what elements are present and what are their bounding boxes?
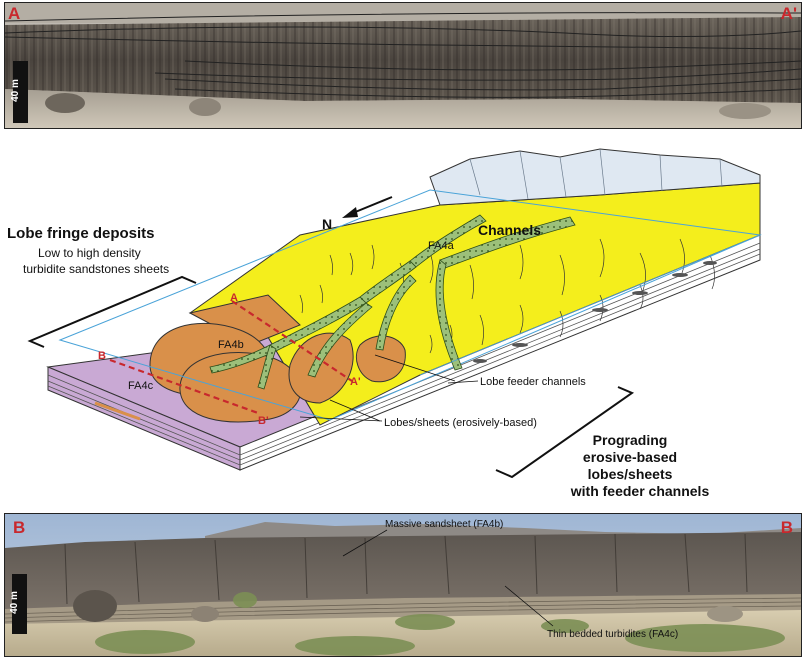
north-arrow bbox=[342, 196, 393, 218]
section-a-label: A bbox=[230, 292, 238, 304]
prograding-line-2: erosive-based bbox=[582, 449, 678, 465]
section-b-label: B bbox=[98, 350, 106, 362]
block-diagram: N Channels FA4a FA4b FA4c A A' B B' Lobe… bbox=[27, 148, 762, 479]
channel-network bbox=[209, 214, 576, 390]
section-a-prime-label: A' bbox=[350, 376, 361, 388]
lobe-fringe-bracket bbox=[27, 275, 197, 348]
section-label-b-left: B bbox=[13, 518, 26, 537]
lobe-fringe-title: Lobe fringe deposits bbox=[7, 225, 155, 242]
scale-bar: 40 m bbox=[9, 61, 28, 123]
outcrop-photo-a: A A' 40 m bbox=[4, 2, 802, 129]
fa4b-label: FA4b bbox=[218, 339, 244, 351]
annotation-thin-bedded: Thin bedded turbidites (FA4c) bbox=[547, 629, 679, 640]
lobe-middle bbox=[288, 332, 354, 404]
north-label: N bbox=[322, 216, 332, 232]
section-label-a-left: A bbox=[8, 4, 21, 23]
prograding-line-4: with feeder channels bbox=[570, 483, 710, 499]
lobe-fringe-subtitle-1: Low to high density bbox=[38, 246, 141, 260]
prograding-bracket bbox=[495, 386, 635, 479]
outcrop-photo-b-drawing bbox=[5, 514, 801, 656]
lobe-right bbox=[356, 335, 406, 383]
scale-bar-label: 40 m bbox=[8, 591, 20, 614]
lobes-sheets-label: Lobes/sheets (erosively-based) bbox=[384, 417, 537, 429]
scale-bar: 40 m bbox=[8, 574, 27, 634]
side-face-lenses bbox=[473, 261, 717, 363]
annotation-massive-sandsheet: Massive sandsheet (FA4b) bbox=[385, 519, 504, 530]
section-label-a-right: A' bbox=[780, 4, 797, 23]
section-line-a bbox=[231, 300, 353, 382]
channels-label: Channels bbox=[478, 222, 541, 238]
section-label-b-right: B bbox=[780, 518, 793, 537]
scale-bar-label: 40 m bbox=[9, 79, 21, 102]
section-b-prime-label: B' bbox=[258, 415, 269, 427]
lobe-fringe-subtitle-2: turbidite sandstones sheets bbox=[23, 262, 170, 276]
prograding-line-1: Prograding bbox=[592, 432, 668, 448]
lobe-feeder-label: Lobe feeder channels bbox=[480, 376, 586, 388]
shelf-block bbox=[429, 148, 761, 206]
fan-hatching bbox=[299, 238, 715, 354]
outcrop-photo-a-drawing bbox=[5, 3, 801, 128]
outcrop-photo-b: B B 40 m Massive sandsheet (FA4b) Thin b… bbox=[4, 513, 802, 657]
fa4a-label: FA4a bbox=[428, 240, 455, 252]
section-line-b bbox=[109, 358, 259, 415]
prograding-caption: Prograding erosive-based lobes/sheets wi… bbox=[540, 432, 720, 500]
fa4c-label: FA4c bbox=[128, 380, 154, 392]
prograding-line-3: lobes/sheets bbox=[587, 466, 673, 482]
